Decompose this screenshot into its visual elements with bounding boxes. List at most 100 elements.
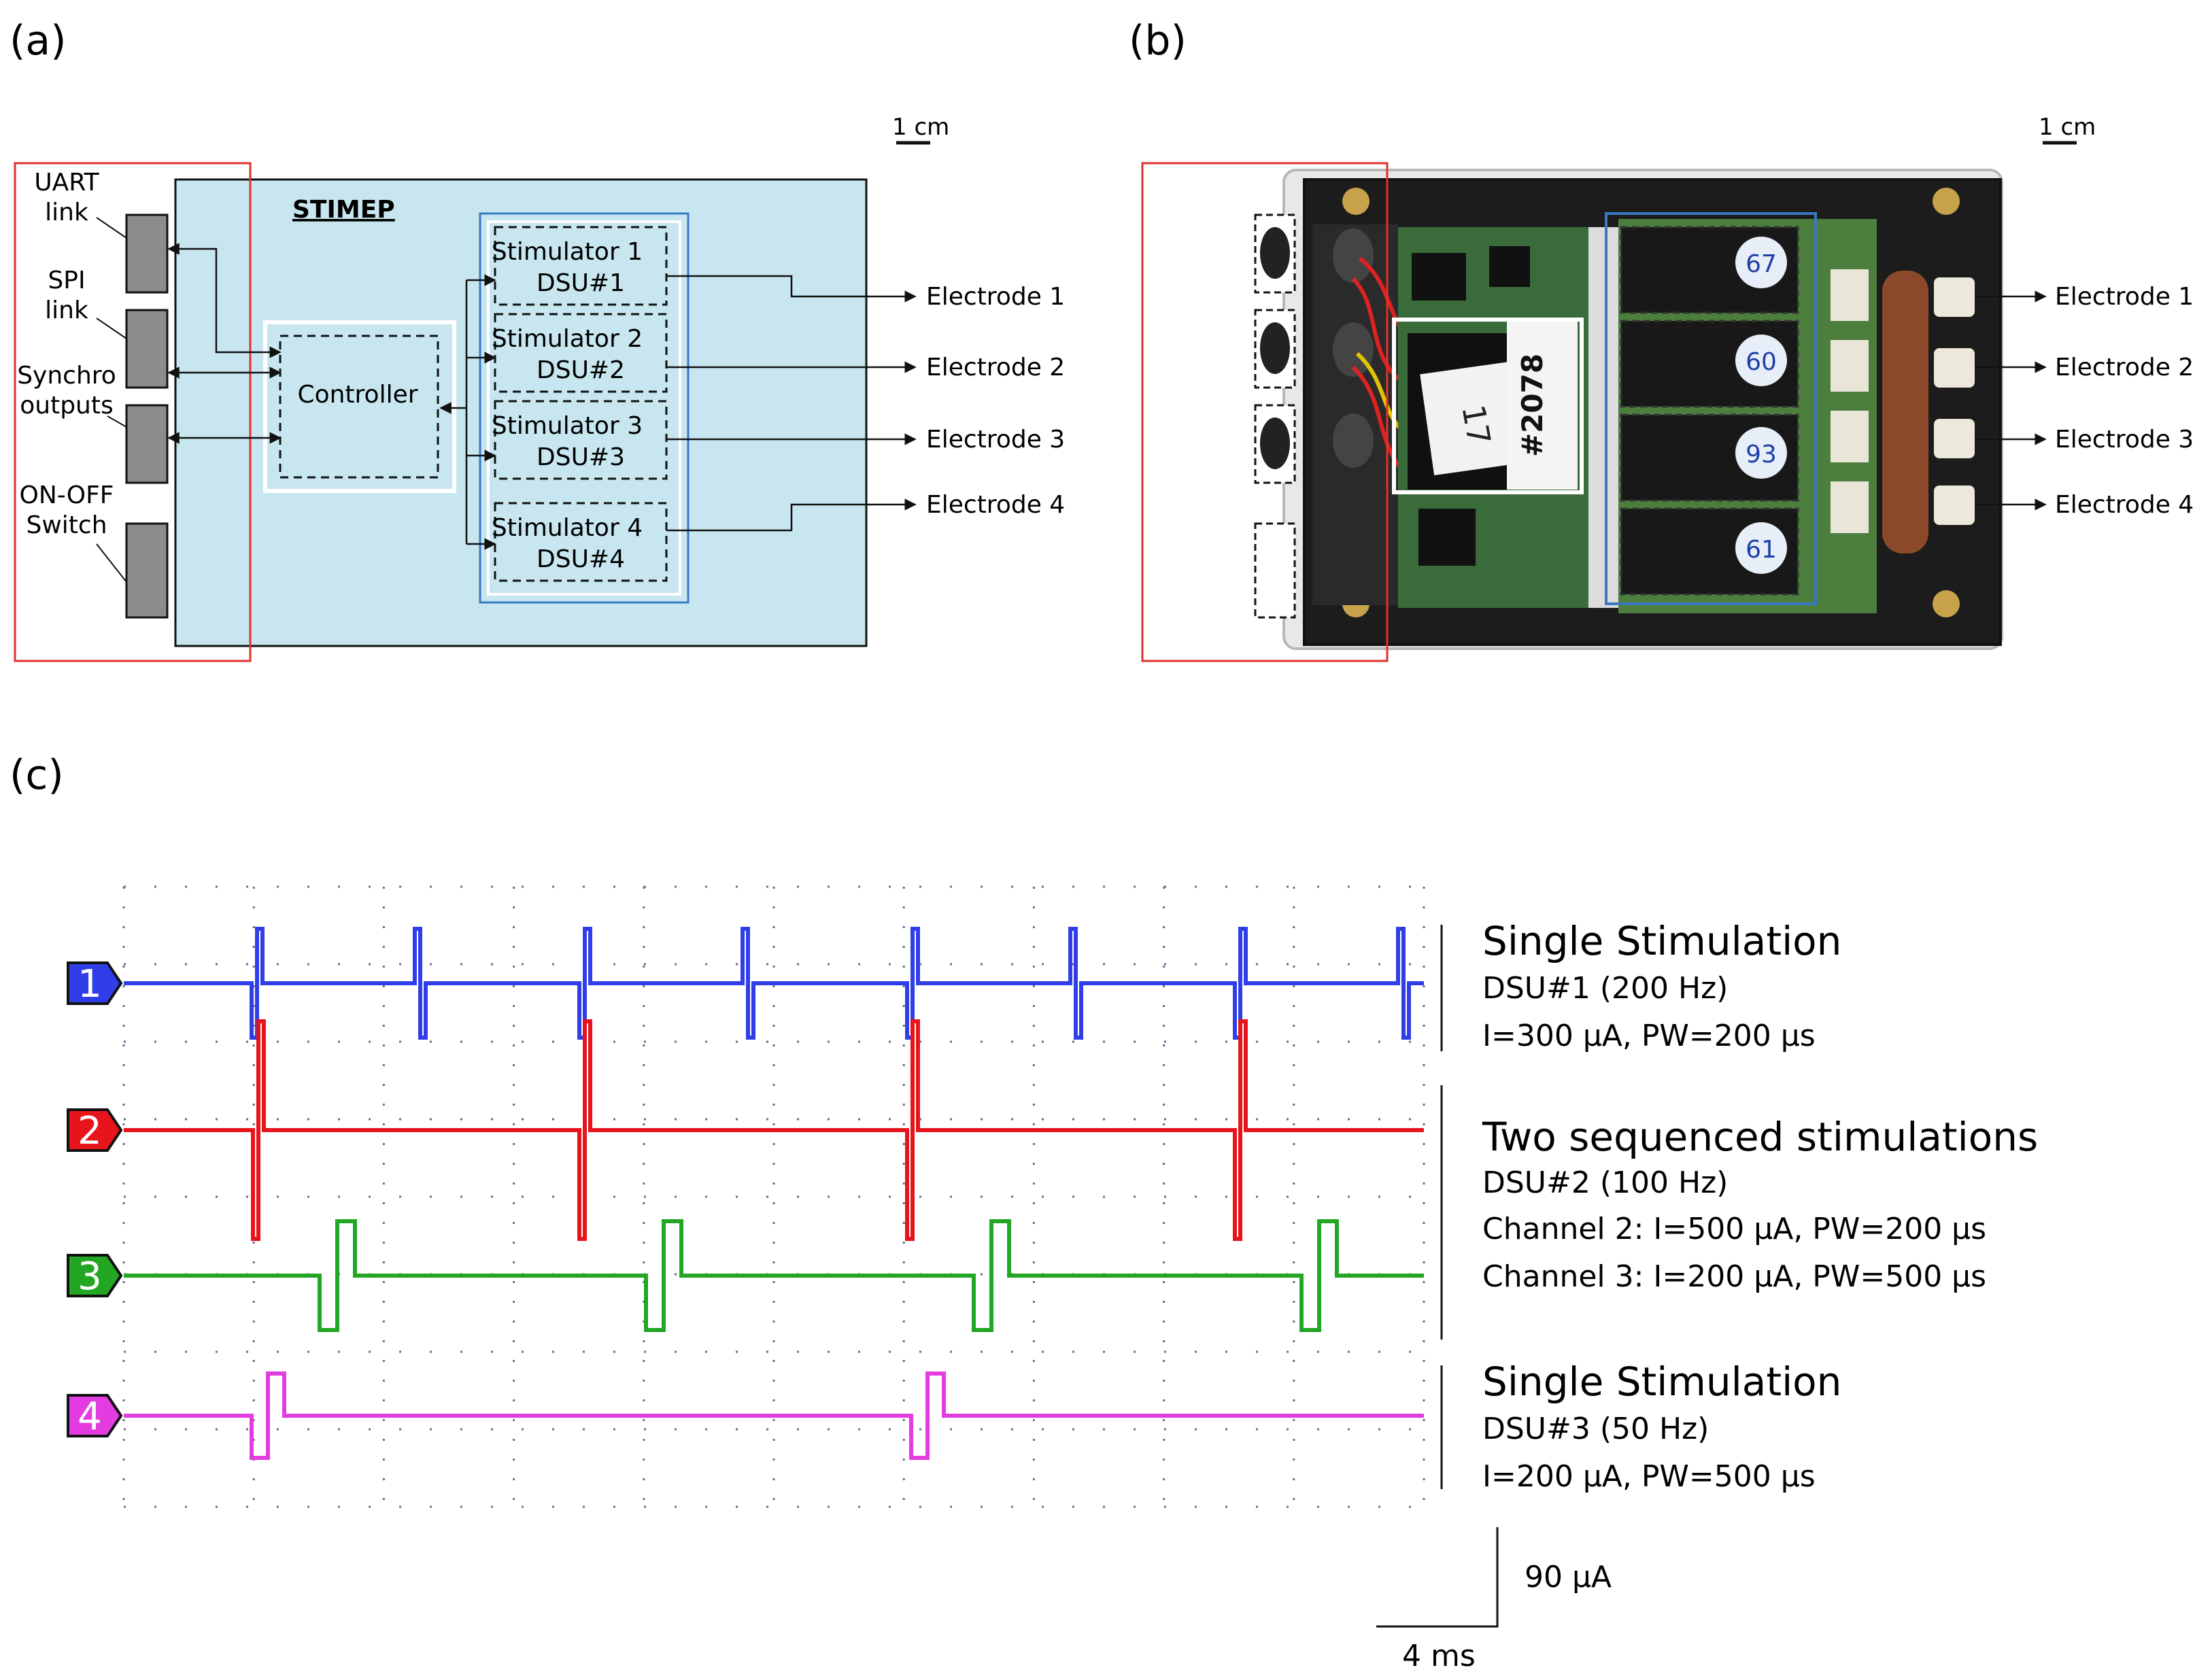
photo-connector-1-jack	[1260, 227, 1290, 279]
leader-uart	[96, 217, 127, 239]
stimulator-3: Stimulator 3 DSU#3	[492, 400, 668, 480]
interface-box	[14, 162, 252, 662]
chip-label-4: 61	[1746, 536, 1777, 564]
desc-3-line-2: I=200 µA, PW=500 µs	[1482, 1459, 1816, 1494]
stimulator-2-dsu: DSU#2	[537, 356, 625, 384]
stim-group-highlight	[1605, 212, 1817, 605]
channel-marker-2: 2	[67, 1108, 123, 1153]
photo-connector-2-jack	[1260, 322, 1290, 374]
scale-bar-label-b: 1 cm	[2039, 114, 2096, 141]
chip-b	[1489, 246, 1530, 287]
channel-number: 2	[78, 1109, 102, 1153]
stimulator-4-name: Stimulator 4	[492, 514, 643, 542]
jack-3	[1934, 419, 1975, 458]
relay-3	[1831, 411, 1869, 462]
stimulator-group	[479, 212, 690, 604]
connector-switch	[125, 522, 169, 619]
desc-1-line-1: DSU#1 (200 Hz)	[1482, 971, 1728, 1006]
controller-frame	[263, 320, 456, 493]
stimulator-2-name: Stimulator 2	[492, 325, 643, 353]
desc-3-line-1: DSU#3 (50 Hz)	[1482, 1412, 1709, 1446]
connector-photo-3	[1333, 413, 1374, 468]
chip-a	[1412, 253, 1466, 301]
connector-synchro	[125, 404, 169, 484]
electrode-4-label: Electrode 4	[926, 491, 1065, 519]
panel-label-b: (b)	[1129, 17, 1187, 65]
panel-label-c: (c)	[10, 751, 64, 799]
relay-2	[1831, 340, 1869, 392]
device-photo: 1 cm 17 #2078	[1141, 114, 2194, 662]
stim-module-4: 61	[1620, 507, 1799, 596]
chip-c	[1418, 509, 1476, 566]
controller-label: Controller	[297, 381, 418, 409]
desc-1-line-2: I=300 µA, PW=200 µs	[1482, 1019, 1816, 1053]
stimulator-1: Stimulator 1 DSU#1	[492, 226, 668, 306]
stimulator-2: Stimulator 2 DSU#2	[492, 313, 668, 393]
connector-photo-2	[1333, 322, 1374, 377]
trace-channel-3	[124, 1219, 1424, 1332]
stim-module-1: 67	[1620, 226, 1799, 314]
connector-photo-1	[1333, 228, 1374, 283]
panel-label-a: (a)	[10, 17, 67, 65]
mount-tl	[1342, 188, 1369, 215]
chip-label-3: 93	[1746, 441, 1777, 468]
output-4	[666, 498, 917, 532]
chip-label-1: 67	[1746, 250, 1777, 278]
channel-number: 1	[78, 962, 102, 1006]
leader-spi	[96, 318, 127, 339]
desc-2-line-1: DSU#2 (100 Hz)	[1482, 1165, 1728, 1200]
mount-tr	[1933, 188, 1960, 215]
stimulator-group-inner	[487, 220, 681, 596]
photo-electrode-4: Electrode 4	[2055, 491, 2194, 519]
trace-channel-1	[124, 927, 1424, 1040]
chip-label-2: 60	[1746, 348, 1777, 376]
stimulator-3-name: Stimulator 3	[492, 412, 643, 440]
desc-1-title: Single Stimulation	[1482, 918, 1841, 964]
photo-electrode-3: Electrode 3	[2055, 426, 2194, 454]
label-tag	[1507, 320, 1578, 490]
trace-channel-2	[124, 1019, 1424, 1241]
relay-1	[1831, 269, 1869, 321]
jack-1	[1934, 277, 1975, 317]
photo-electrode-1: Electrode 1	[2055, 283, 2194, 311]
stimulator-1-name: Stimulator 1	[492, 238, 643, 266]
board-label: #2078	[1516, 354, 1549, 457]
sticker-text: 17	[1454, 402, 1497, 447]
stimep-enclosure	[174, 178, 868, 647]
photo-connector-4	[1254, 522, 1296, 619]
channel-marker-1: 1	[67, 961, 123, 1006]
connector-spi	[125, 309, 169, 389]
scope-scale-y: 90 µA	[1525, 1560, 1612, 1595]
photo-connector-3-jack	[1260, 418, 1290, 469]
electrode-2-label: Electrode 2	[926, 354, 1065, 381]
desc-2-title: Two sequenced stimulations	[1482, 1114, 2038, 1160]
stimep-title: STIMEP	[292, 196, 395, 224]
connector-uart	[125, 214, 169, 294]
stim-module-2: 60	[1620, 320, 1799, 408]
channel-marker-3: 3	[67, 1254, 123, 1299]
scope-panel: 1 2 3 4 Single Stimulation DSU#1 (200 Hz) I…	[67, 885, 2038, 1670]
stimulator-4: Stimulator 4 DSU#4	[492, 502, 668, 582]
photo-interface-box	[1141, 162, 1389, 662]
scope-traces	[124, 927, 1424, 1460]
relay-4	[1831, 481, 1869, 533]
stimulator-3-dsu: DSU#3	[537, 443, 625, 471]
jack-4	[1934, 485, 1975, 525]
stimulator-4-dsu: DSU#4	[537, 545, 625, 573]
channel-marker-4: 4	[67, 1394, 123, 1439]
output-1	[666, 275, 917, 303]
scope-scale-bar	[1376, 1527, 1499, 1628]
channel-number: 3	[78, 1255, 102, 1299]
leader-synchro	[107, 415, 127, 428]
sticker	[1420, 360, 1529, 476]
photo-electrode-2: Electrode 2	[2055, 354, 2194, 381]
scale-bar-label-a: 1 cm	[892, 114, 949, 141]
stimulator-1-dsu: DSU#1	[537, 269, 625, 297]
copper-resistor	[1882, 271, 1928, 553]
jack-2	[1934, 348, 1975, 388]
